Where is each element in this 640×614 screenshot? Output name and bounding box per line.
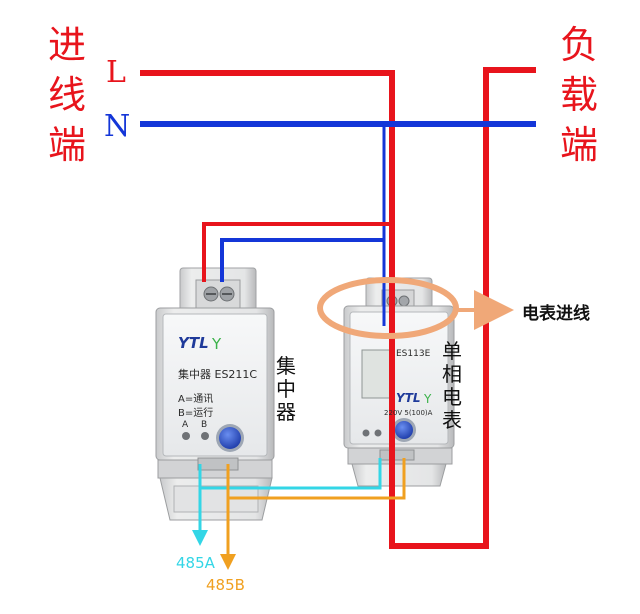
- rs485b-arrow-icon: [220, 554, 236, 570]
- load-label-char: 端: [560, 123, 598, 167]
- meter-side-char: 单: [442, 339, 462, 363]
- meter-device: [343, 277, 455, 487]
- meter-brand-leaf-icon: Y: [423, 392, 432, 406]
- meter-side-char: 电: [442, 385, 462, 409]
- rs485a-arrow-icon: [192, 530, 208, 546]
- meter-rating: 220V 5(100)A: [384, 409, 433, 417]
- rs485b-wire: [226, 458, 406, 500]
- concentrator-side-char: 集: [276, 354, 296, 378]
- inlet-label-char: 进: [48, 23, 86, 67]
- load-label-char: 载: [560, 73, 598, 117]
- rs485a-wire: [198, 458, 382, 490]
- inlet-label-char: 端: [48, 123, 86, 167]
- inlet-label-char: 线: [48, 73, 86, 117]
- live-line-wire: [140, 67, 536, 549]
- meter-input-callout-ellipse: [317, 277, 459, 339]
- led-b-label: B: [201, 420, 207, 430]
- concentrator-brand: YTL: [178, 334, 209, 352]
- brand-leaf-icon: Y: [211, 335, 222, 353]
- line-l-label: L: [106, 55, 126, 90]
- callout-label: 电表进线: [522, 303, 590, 324]
- load-label-char: 负: [560, 23, 598, 67]
- concentrator-live-wire: [202, 222, 392, 282]
- concentrator-device: [155, 267, 275, 521]
- led-a-label: A: [182, 420, 189, 430]
- concentrator-neutral-wire: [220, 238, 384, 282]
- concentrator-legend-b: B=运行: [178, 406, 213, 419]
- line-n-label: N: [104, 109, 130, 144]
- concentrator-legend-a: A=通讯: [178, 393, 213, 405]
- concentrator-side-char: 中: [276, 377, 296, 401]
- concentrator-side-char: 器: [276, 400, 296, 424]
- meter-brand: YTL: [396, 391, 421, 405]
- concentrator-model: 集中器 ES211C: [178, 367, 257, 381]
- meter-model: ES113E: [396, 349, 431, 359]
- concentrator-knob-icon: [219, 427, 241, 449]
- meter-side-char: 相: [442, 362, 462, 386]
- meter-knob-icon: [395, 421, 413, 439]
- rs485a-label: 485A: [176, 554, 216, 572]
- rs485b-label: 485B: [206, 576, 245, 594]
- meter-side-char: 表: [442, 408, 462, 432]
